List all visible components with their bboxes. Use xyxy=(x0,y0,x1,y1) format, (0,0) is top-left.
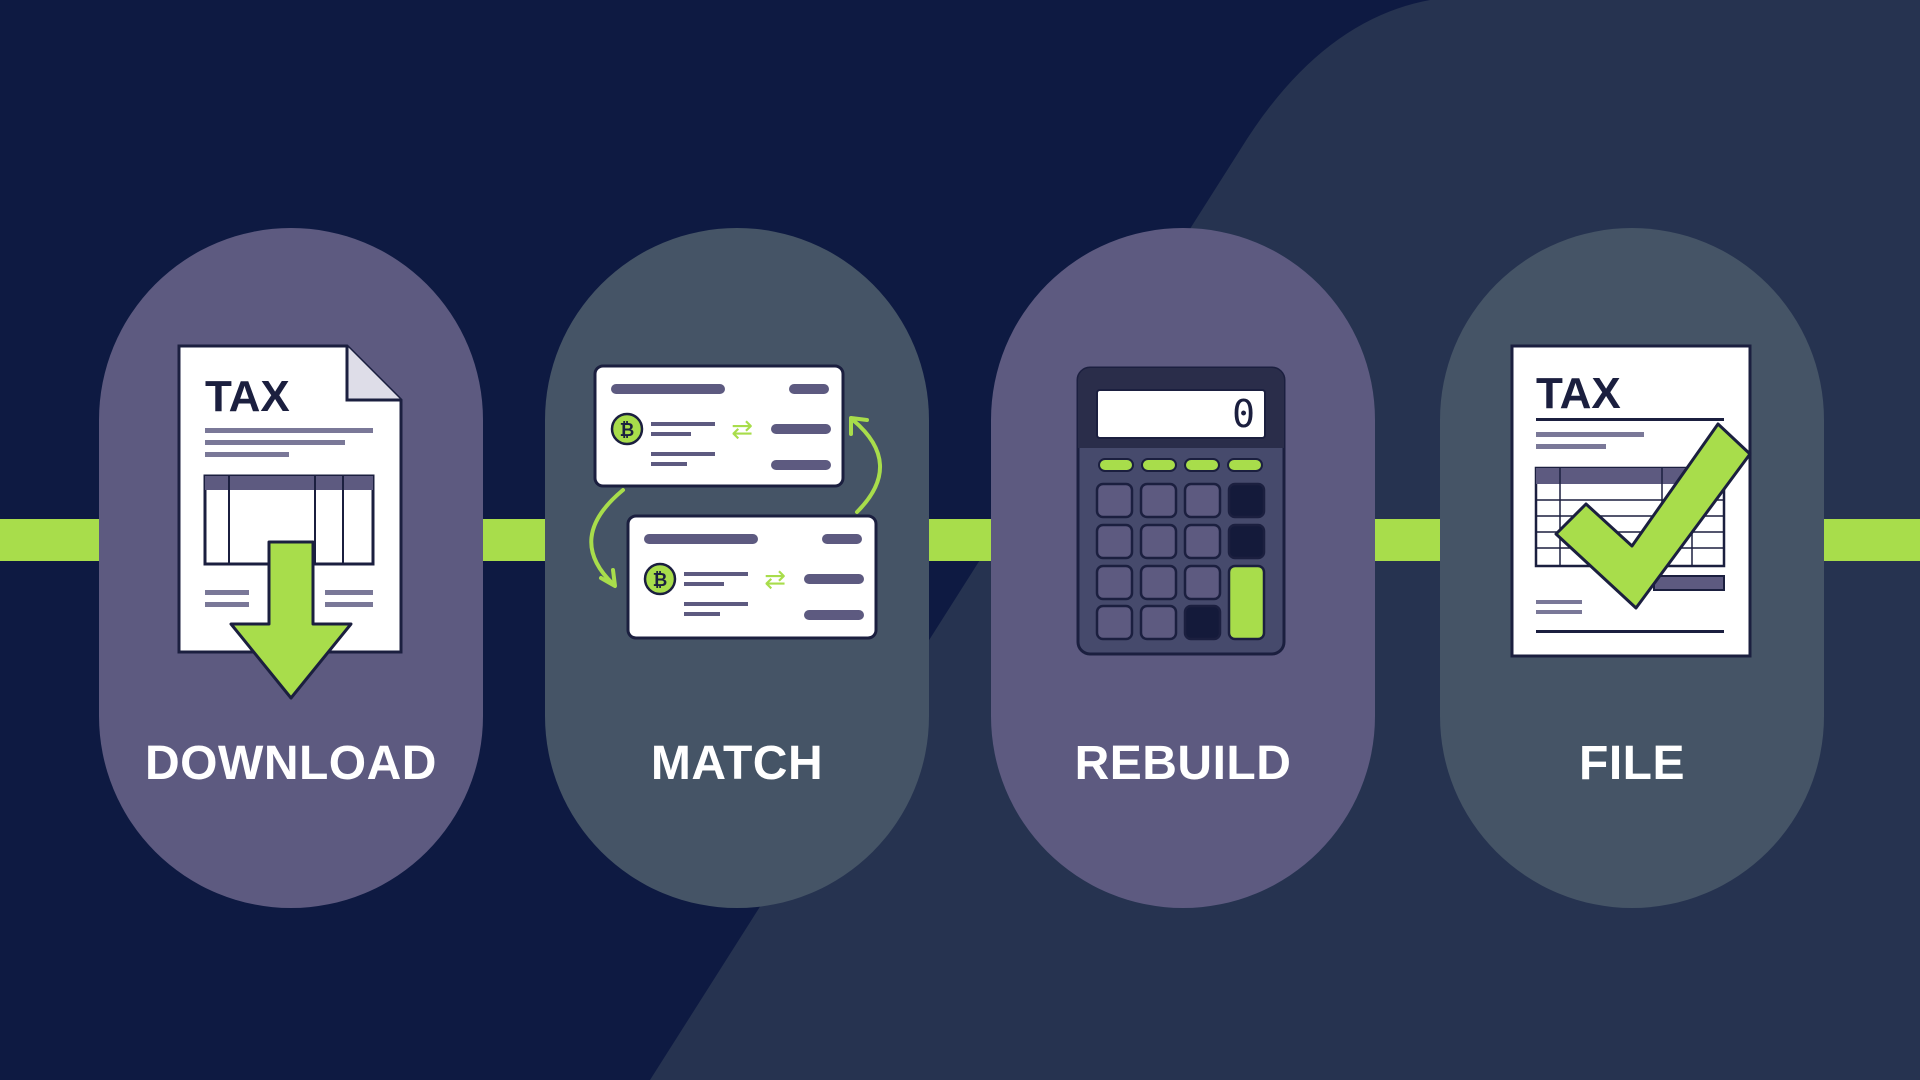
calculator-display-value: 0 xyxy=(1232,392,1255,436)
calculator-icon: 0 xyxy=(1076,366,1286,656)
step-label-match: MATCH xyxy=(650,737,824,790)
step-label-download: DOWNLOAD xyxy=(145,737,437,790)
bitcoin-icon: ₿ xyxy=(653,570,668,590)
step-match: ₿ ⇄ ₿ ⇄ MATCH xyxy=(545,228,929,908)
swap-arrows-icon: ⇄ xyxy=(731,414,753,444)
tax-document-download-icon: TAX xyxy=(177,344,403,700)
bitcoin-icon: ₿ xyxy=(620,420,635,440)
step-label-file: FILE xyxy=(1579,737,1685,790)
step-download: TAX DOWNLOAD xyxy=(99,228,483,908)
step-label-rebuild: REBUILD xyxy=(1074,737,1292,790)
step-rebuild: 0 REBUILD xyxy=(991,228,1375,908)
file-doc-heading: TAX xyxy=(1536,369,1621,418)
download-doc-heading: TAX xyxy=(205,372,290,421)
tax-document-check-icon: TAX xyxy=(1510,344,1752,658)
matching-records-icon: ₿ ⇄ ₿ ⇄ xyxy=(589,364,882,640)
step-file: TAX FILE xyxy=(1440,228,1824,908)
swap-arrows-icon: ⇄ xyxy=(764,564,786,594)
